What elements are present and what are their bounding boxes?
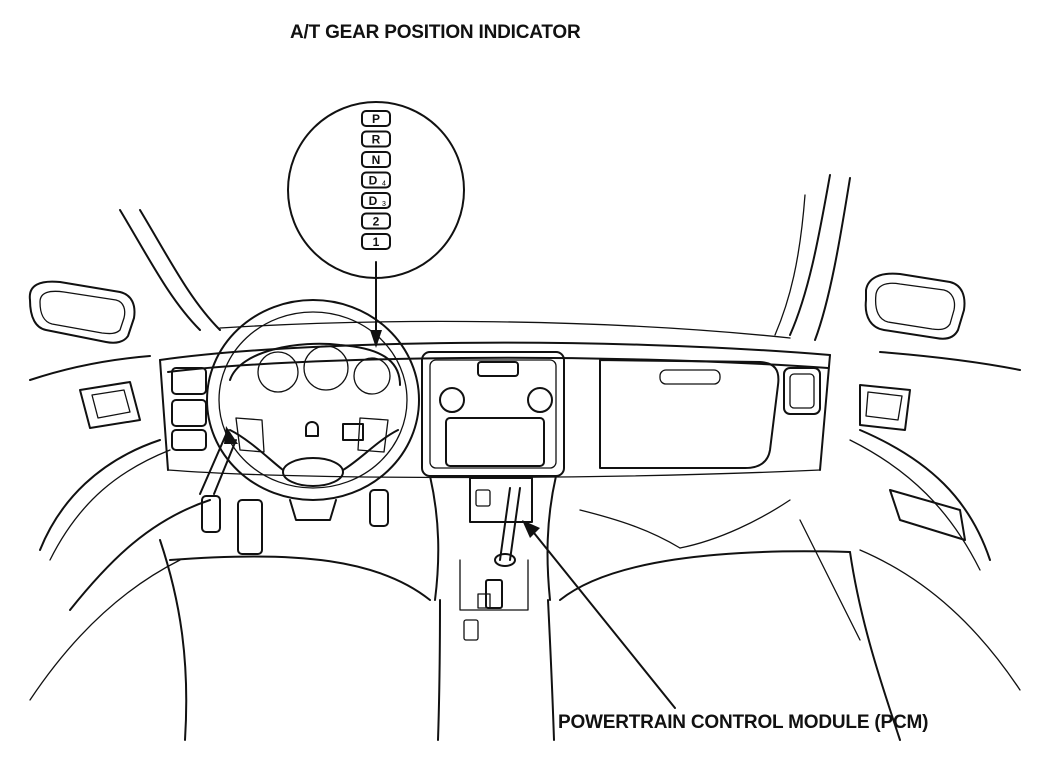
pcm-callout-arrow: [522, 520, 676, 709]
gear-box: [361, 233, 391, 250]
gear-label: D: [369, 194, 378, 208]
gear-label: 2: [373, 215, 380, 229]
gear-box: [361, 151, 391, 168]
seats: [159, 499, 901, 741]
gear-position-3: N: [361, 151, 391, 168]
gear-position-1: P: [361, 110, 391, 127]
gear-subscript: 3: [382, 201, 386, 208]
left-door: [29, 355, 211, 701]
gear-position-2: R: [361, 130, 391, 148]
gear-subscript: 4: [382, 181, 386, 188]
gear-position-6: 2: [361, 212, 391, 230]
gear-label: N: [372, 153, 381, 167]
gear-box: [361, 192, 391, 209]
dashboard: [159, 341, 831, 479]
gear-box: [361, 171, 391, 189]
gear-box: [361, 212, 391, 230]
gear-box: [361, 130, 391, 148]
left-side-mirror: [28, 280, 136, 344]
windshield-frame: [119, 174, 851, 341]
gear-box: [361, 110, 391, 127]
left-pointer-arrow: [199, 426, 238, 495]
gear-label: P: [372, 112, 380, 126]
pcm-module: [469, 477, 533, 567]
center-console: [421, 351, 565, 741]
right-side-mirror: [864, 272, 966, 340]
gear-label: R: [372, 133, 381, 147]
gear-label: D: [369, 174, 378, 188]
gear-label: 1: [373, 235, 380, 249]
right-door: [849, 351, 1021, 691]
steering-wheel: [201, 299, 420, 555]
diagram-title: A/T GEAR POSITION INDICATOR: [290, 22, 581, 43]
gear-position-7: 1: [361, 233, 391, 250]
pcm-callout-label: POWERTRAIN CONTROL MODULE (PCM): [558, 712, 929, 733]
